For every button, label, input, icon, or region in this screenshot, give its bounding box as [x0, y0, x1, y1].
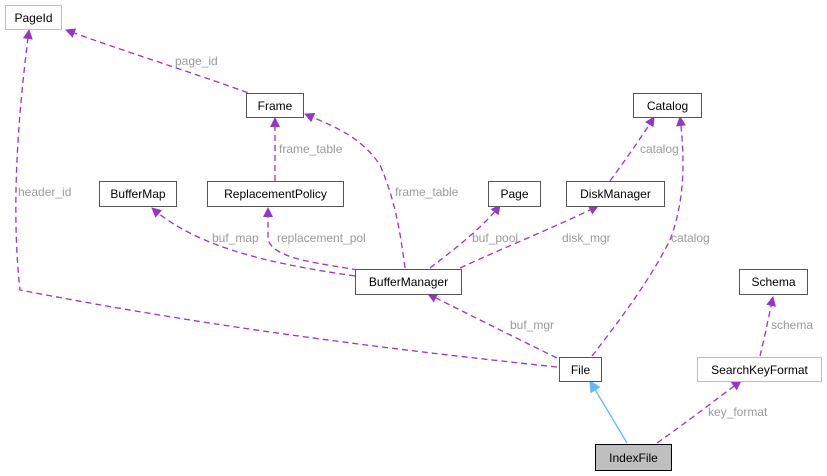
node-buffermap[interactable]: BufferMap: [99, 181, 177, 207]
node-file[interactable]: File: [559, 357, 602, 382]
node-catalog[interactable]: Catalog: [633, 93, 702, 118]
node-schema[interactable]: Schema: [739, 269, 808, 295]
node-indexfile[interactable]: IndexFile: [595, 444, 672, 471]
edge-catalog-file: [591, 116, 687, 357]
edge-buf-map: [151, 207, 356, 277]
label-frame-table-replacement: frame_table: [279, 142, 343, 156]
edge-replacement-pol: [263, 207, 359, 271]
edge-buf-mgr: [427, 293, 558, 359]
node-label: BufferManager: [369, 275, 448, 289]
label-buf-mgr: buf_mgr: [510, 318, 554, 332]
edge-disk-mgr: [459, 205, 599, 269]
edge-page-id: [65, 28, 258, 97]
node-replacementpolicy[interactable]: ReplacementPolicy: [207, 181, 344, 207]
label-disk-mgr: disk_mgr: [562, 231, 611, 245]
label-catalog-diskmanager: catalog: [640, 142, 679, 156]
node-label: PageId: [14, 11, 52, 25]
edge-key-format: [656, 380, 742, 444]
node-searchkeyformat[interactable]: SearchKeyFormat: [697, 357, 822, 382]
edge-frame-table-buffermanager: [304, 113, 406, 269]
label-page-id: page_id: [175, 54, 218, 68]
node-buffermanager[interactable]: BufferManager: [355, 269, 462, 295]
label-catalog-file: catalog: [671, 231, 710, 245]
node-pageid[interactable]: PageId: [5, 5, 62, 30]
label-frame-table-buffermanager: frame_table: [395, 185, 459, 199]
label-key-format: key_format: [708, 405, 768, 419]
node-diskmanager[interactable]: DiskManager: [566, 181, 665, 207]
edge-inheritance-file: [589, 379, 628, 444]
edge-header-id: [15, 29, 558, 368]
node-label: BufferMap: [110, 187, 165, 201]
label-header-id: header_id: [18, 185, 71, 199]
node-label: SearchKeyFormat: [711, 363, 808, 377]
node-label: ReplacementPolicy: [224, 187, 327, 201]
node-label: Frame: [258, 99, 293, 113]
edge-labels: page_id frame_table catalog header_id fr…: [18, 54, 813, 419]
label-replacement-pol: replacement_pol: [277, 231, 366, 245]
node-label: IndexFile: [609, 451, 658, 465]
edge-buf-pool: [429, 204, 501, 269]
node-label: Catalog: [647, 99, 688, 113]
node-label: Schema: [751, 275, 795, 289]
edge-schema: [759, 296, 776, 357]
edge-catalog-diskmanager: [609, 116, 655, 182]
label-schema: schema: [771, 318, 813, 332]
node-frame[interactable]: Frame: [246, 93, 304, 118]
node-label: File: [571, 363, 591, 377]
node-label: DiskManager: [580, 187, 651, 201]
node-label: Page: [500, 187, 528, 201]
node-page[interactable]: Page: [488, 181, 541, 207]
edges: [15, 28, 776, 444]
label-buf-pool: buf_pool: [472, 231, 518, 245]
label-buf-map: buf_map: [212, 231, 259, 245]
